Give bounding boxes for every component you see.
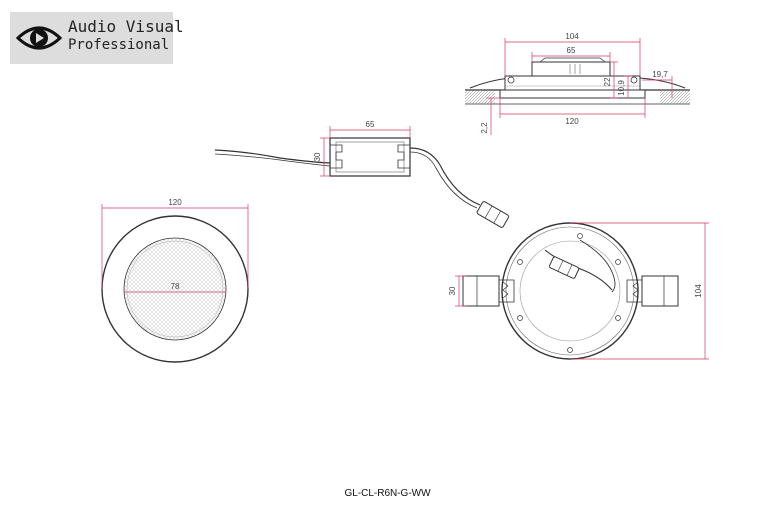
dim-driver-height: 30: [313, 152, 322, 161]
brand-name-line2: Professional: [68, 37, 170, 53]
front-view-dimensions: [101, 204, 249, 293]
brand-name-line1: Audio Visual: [68, 17, 184, 36]
back-view: [462, 222, 679, 360]
dim-back-clip-height: 30: [448, 286, 457, 295]
dim-front-outer-diameter: 120: [168, 198, 182, 207]
dim-side-height-10-9: 10,9: [617, 80, 626, 96]
side-view: [465, 57, 690, 105]
dim-side-panel-width: 120: [565, 117, 579, 126]
brand-logo: Audio Visual Professional: [10, 12, 184, 64]
back-view-dimensions: [455, 222, 709, 360]
dim-side-flange-thickness: 2,2: [480, 122, 489, 134]
dim-driver-length: 65: [366, 120, 375, 129]
eye-logo-icon: [16, 26, 62, 50]
driver-unit: [214, 137, 510, 228]
front-view: [101, 215, 249, 363]
dim-side-total-width: 104: [565, 32, 579, 41]
model-code: GL-CL-R6N-G-WW: [344, 488, 431, 499]
dim-side-flange: 19,7: [652, 70, 668, 79]
dim-back-cutout-diameter: 104: [694, 284, 703, 298]
dim-side-driver-width: 65: [567, 46, 576, 55]
dim-front-inner-diameter: 78: [171, 282, 180, 291]
side-view-dimension-labels: 104 65 22 10,9 19,7 2,2 120: [480, 32, 668, 134]
driver-dimensions: [320, 126, 411, 177]
side-view-dimensions: [486, 38, 673, 135]
dim-side-height-22: 22: [603, 77, 612, 86]
